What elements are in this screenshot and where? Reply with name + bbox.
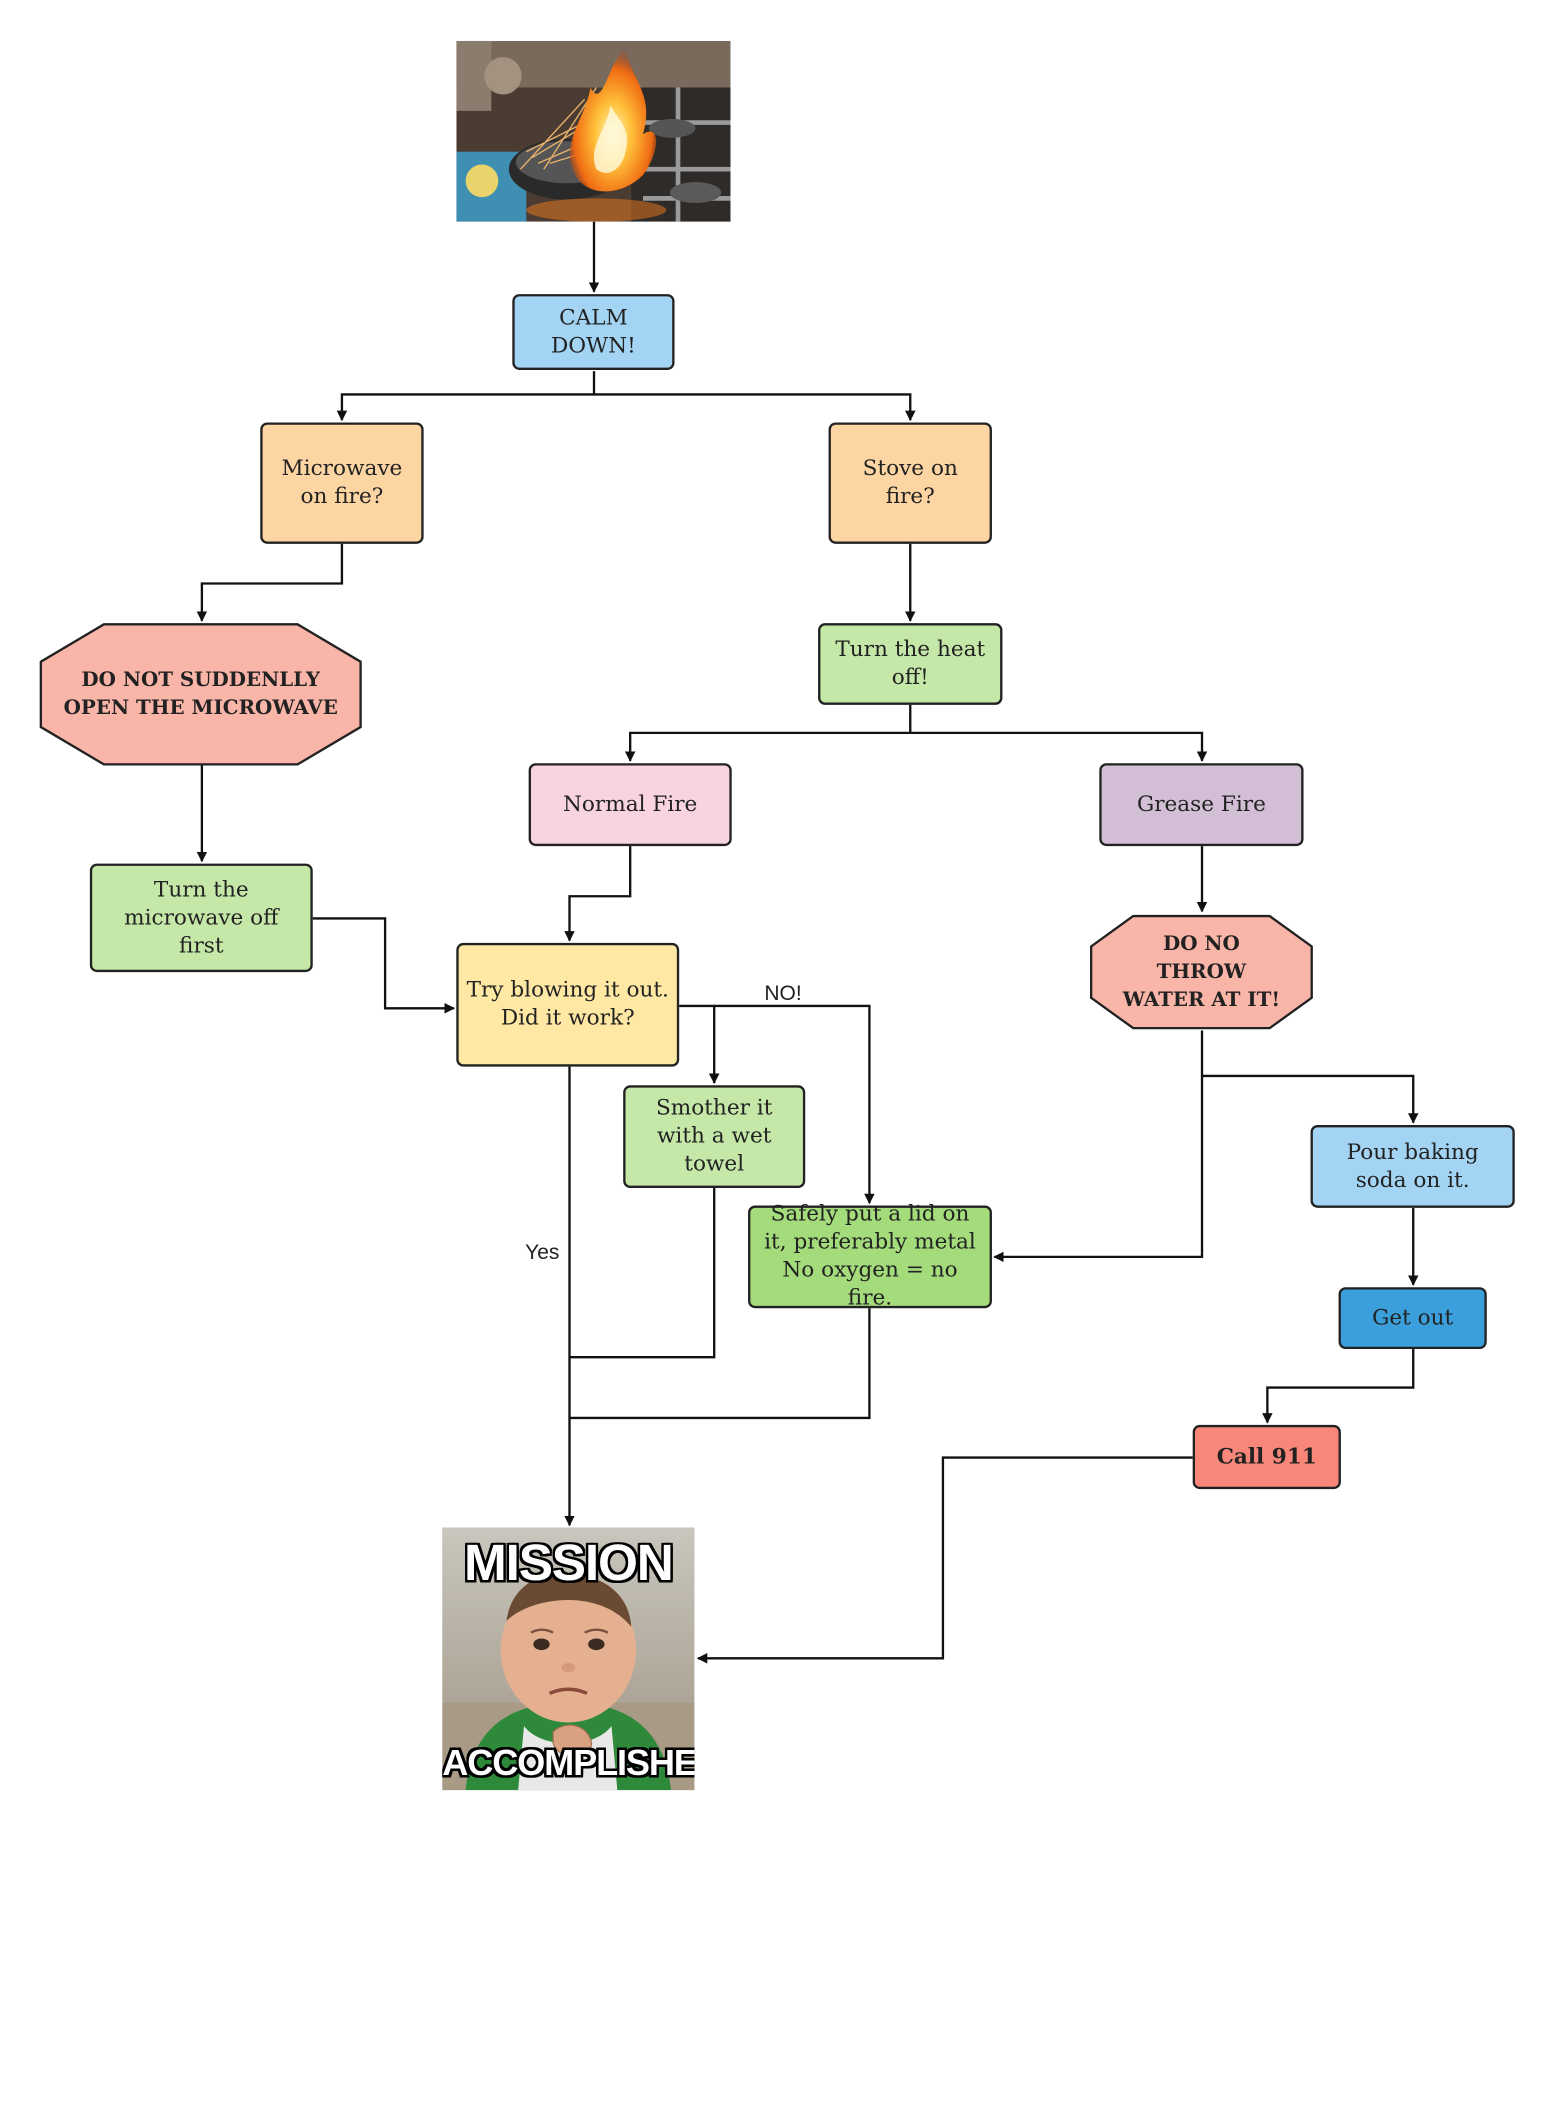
edge-blow-to-smother	[679, 1004, 720, 1085]
edge-label-yes: Yes	[525, 1240, 560, 1264]
edge-lid-to-meme	[569, 1308, 871, 1420]
do-not-open-microwave-label: DO NOT SUDDENLLY OPEN THE MICROWAVE	[63, 668, 338, 721]
edge-microwave-to-warning	[196, 543, 344, 622]
call-911-box: Call 911	[1192, 1424, 1341, 1490]
mission-accomplished-image: MISSION ACCOMPLISHED	[442, 1527, 695, 1791]
edge-heat-to-normal	[624, 704, 912, 762]
try-blowing-box: Try blowing it out. Did it work?	[456, 942, 680, 1067]
grease-fire-box: Grease Fire	[1099, 763, 1304, 847]
meme-bottom-text: ACCOMPLISHED	[442, 1742, 695, 1784]
pour-baking-soda-box: Pour baking soda on it.	[1310, 1124, 1515, 1208]
stove-on-fire-box: Stove on fire?	[828, 422, 992, 544]
turn-heat-off-box: Turn the heat off!	[818, 623, 1003, 705]
edge-getout-to-call	[1262, 1349, 1415, 1424]
edge-smother-to-meme	[569, 1188, 716, 1359]
normal-fire-box: Normal Fire	[528, 763, 732, 847]
smother-towel-box: Smother it with a wet towel	[623, 1085, 806, 1189]
turn-microwave-off-box: Turn the microwave off first	[89, 863, 313, 973]
microwave-on-fire-box: Microwave on fire?	[260, 422, 424, 544]
edge-normal-to-blow	[564, 846, 632, 942]
stove-fire-image	[456, 40, 731, 222]
edge-water-to-lid	[993, 1030, 1204, 1263]
edge-label-no: NO!	[764, 981, 802, 1005]
edge-calm-to-stove	[594, 393, 916, 422]
edge-calm-to-microwave	[336, 371, 596, 422]
do-not-open-microwave-octagon: DO NOT SUDDENLLY OPEN THE MICROWAVE	[39, 622, 363, 767]
edge-microwave-off-to-blow	[312, 917, 456, 1014]
edge-water-to-soda	[1202, 1074, 1419, 1124]
do-not-throw-water-label: DO NO THROW WATER AT IT!	[1122, 932, 1281, 1012]
meme-top-text: MISSION	[463, 1534, 674, 1592]
connector-lines	[196, 221, 1419, 1664]
put-lid-box: Safely put a lid on it, preferably metal…	[748, 1202, 992, 1311]
calm-down-box: CALM DOWN!	[512, 294, 675, 370]
get-out-box: Get out	[1338, 1287, 1487, 1350]
edge-call-to-meme	[696, 1456, 1193, 1664]
do-not-throw-water-octagon: DO NO THROW WATER AT IT!	[1089, 914, 1314, 1031]
edge-blow-to-lid	[714, 1004, 875, 1205]
edge-heat-to-grease	[910, 731, 1208, 762]
